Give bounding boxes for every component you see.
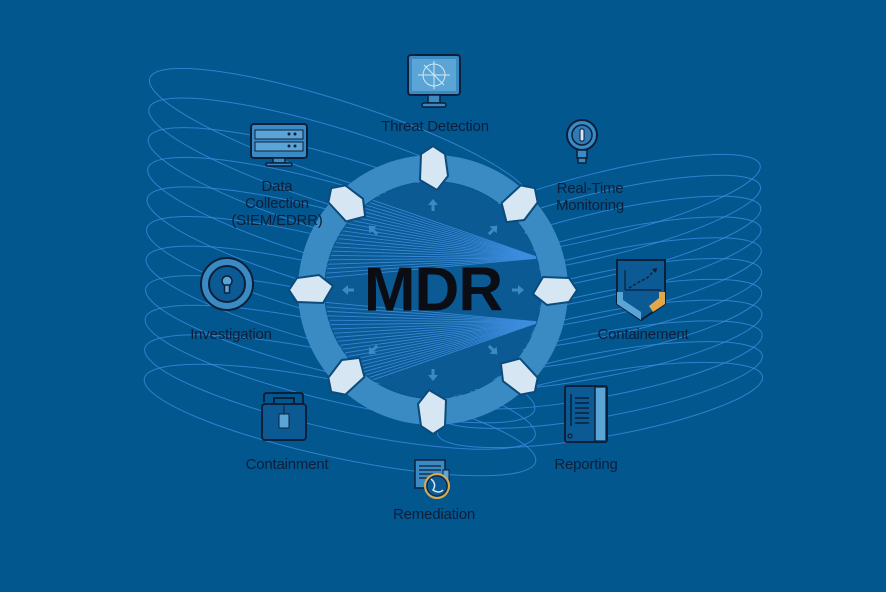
ray-line <box>325 244 541 259</box>
ring-node <box>287 273 335 305</box>
ring-node <box>531 275 579 307</box>
ring-node <box>327 356 366 396</box>
ray-line <box>325 321 541 326</box>
arrow-icon <box>368 344 379 355</box>
label-reporting: Reporting <box>554 456 618 473</box>
label-data-collection: Data Collection (SIEM/EDRR) <box>231 178 323 229</box>
ray-line <box>325 257 541 281</box>
monitor-radar-icon <box>407 54 461 108</box>
ray-line <box>325 304 541 323</box>
briefcase-lock-icon <box>261 392 307 441</box>
ray-line <box>325 257 541 266</box>
label-threat-detection: Threat Detection <box>381 118 489 135</box>
keyhole-circle-icon <box>200 257 254 311</box>
ring-nodes <box>287 144 579 436</box>
server-monitor-icon <box>250 123 308 167</box>
ray-line <box>325 234 541 259</box>
ray-line <box>325 321 541 346</box>
ring-node <box>418 144 450 192</box>
inner-arrows <box>342 199 524 381</box>
arrow-icon <box>487 225 498 236</box>
ray-line <box>325 319 541 323</box>
ray-line <box>325 321 541 336</box>
ray-line <box>325 309 541 323</box>
ring-node <box>416 388 448 436</box>
arrow-icon <box>487 344 498 355</box>
ray-line <box>325 249 541 259</box>
ray-line <box>325 321 541 331</box>
ring-node <box>500 184 539 224</box>
arrow-icon <box>512 285 524 295</box>
ray-line <box>325 314 541 323</box>
arrow-icon <box>368 225 379 236</box>
label-investigation: Investigation <box>190 326 272 343</box>
ray-line <box>325 254 541 259</box>
shield-chart-icon <box>616 259 666 322</box>
label-containment: Containment <box>245 456 329 473</box>
ray-line <box>325 257 541 261</box>
mdr-title: MDR <box>363 255 503 325</box>
arrow-icon <box>428 199 438 211</box>
magnifier-info-icon <box>566 119 598 164</box>
document-stethoscope-icon <box>414 459 450 499</box>
label-real-time-monitoring: Real-Time Monitoring <box>555 180 625 214</box>
ray-line <box>325 299 541 323</box>
ring-node <box>327 184 367 223</box>
ray-line <box>325 257 541 271</box>
report-book-icon <box>564 385 608 443</box>
ray-line <box>325 321 541 341</box>
ring-node <box>499 357 539 396</box>
ray-line <box>325 239 541 259</box>
label-remediation: Remediation <box>392 506 476 523</box>
label-containement: Containement <box>597 326 689 343</box>
ray-line <box>325 257 541 276</box>
arrow-icon <box>428 369 438 381</box>
arrow-icon <box>342 285 354 295</box>
